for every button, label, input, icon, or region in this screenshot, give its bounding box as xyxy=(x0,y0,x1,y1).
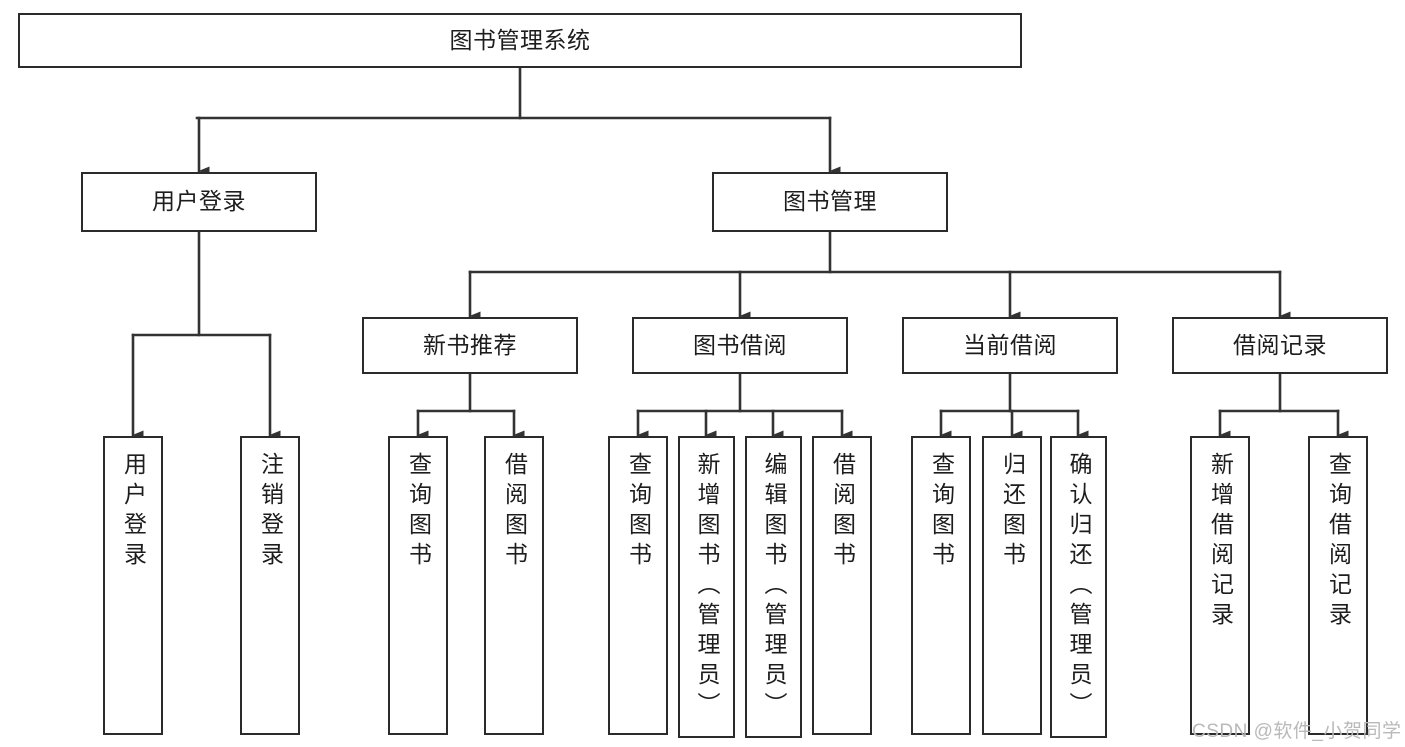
leaf-query-book-3[interactable]: 查询图书 xyxy=(911,436,971,735)
leaf-borrow-book-1-label: 借阅图书 xyxy=(501,452,528,572)
leaf-user-login-label: 用户登录 xyxy=(120,452,147,572)
leaf-borrow-book-1[interactable]: 借阅图书 xyxy=(484,436,544,735)
node-current-borrow-label: 当前借阅 xyxy=(963,331,1057,358)
node-book-manage-label: 图书管理 xyxy=(783,188,877,215)
node-current-borrow[interactable]: 当前借阅 xyxy=(902,317,1118,374)
leaf-user-login[interactable]: 用户登录 xyxy=(103,436,163,735)
leaf-return-book-label: 归还图书 xyxy=(999,452,1026,572)
node-book-manage[interactable]: 图书管理 xyxy=(712,172,948,232)
leaf-add-record-label: 新增借阅记录 xyxy=(1207,452,1234,632)
leaf-add-record[interactable]: 新增借阅记录 xyxy=(1190,436,1250,735)
leaf-query-book-1-label: 查询图书 xyxy=(405,452,432,572)
node-new-book-rec[interactable]: 新书推荐 xyxy=(362,317,578,374)
leaf-query-book-2-label: 查询图书 xyxy=(625,452,652,572)
csdn-watermark: CSDN @软件_小贺同学 xyxy=(1192,721,1402,742)
leaf-add-book-admin-label: 新增图书（管理员） xyxy=(694,452,720,722)
node-book-borrow-label: 图书借阅 xyxy=(693,331,787,358)
leaf-add-book-admin[interactable]: 新增图书（管理员） xyxy=(678,436,735,738)
node-root[interactable]: 图书管理系统 xyxy=(18,13,1022,68)
leaf-borrow-book-2[interactable]: 借阅图书 xyxy=(812,436,872,735)
node-user-login[interactable]: 用户登录 xyxy=(81,172,317,232)
leaf-logout-label: 注销登录 xyxy=(257,452,284,572)
leaf-edit-book-admin-label: 编辑图书（管理员） xyxy=(761,452,787,722)
leaf-query-record[interactable]: 查询借阅记录 xyxy=(1308,436,1368,735)
leaf-query-book-2[interactable]: 查询图书 xyxy=(608,436,668,735)
node-root-label: 图书管理系统 xyxy=(449,26,591,53)
leaf-query-book-3-label: 查询图书 xyxy=(928,452,955,572)
leaf-query-record-label: 查询借阅记录 xyxy=(1325,452,1352,632)
leaf-confirm-return-admin[interactable]: 确认归还（管理员） xyxy=(1050,436,1107,738)
node-new-book-rec-label: 新书推荐 xyxy=(423,331,517,358)
leaf-confirm-return-admin-label: 确认归还（管理员） xyxy=(1066,452,1092,722)
leaf-query-book-1[interactable]: 查询图书 xyxy=(388,436,448,735)
leaf-borrow-book-2-label: 借阅图书 xyxy=(829,452,856,572)
leaf-return-book[interactable]: 归还图书 xyxy=(982,436,1042,735)
leaf-logout[interactable]: 注销登录 xyxy=(240,436,300,735)
node-borrow-record[interactable]: 借阅记录 xyxy=(1172,317,1388,374)
node-book-borrow[interactable]: 图书借阅 xyxy=(632,317,848,374)
node-borrow-record-label: 借阅记录 xyxy=(1233,331,1327,358)
leaf-edit-book-admin[interactable]: 编辑图书（管理员） xyxy=(745,436,802,738)
node-user-login-label: 用户登录 xyxy=(152,188,246,215)
